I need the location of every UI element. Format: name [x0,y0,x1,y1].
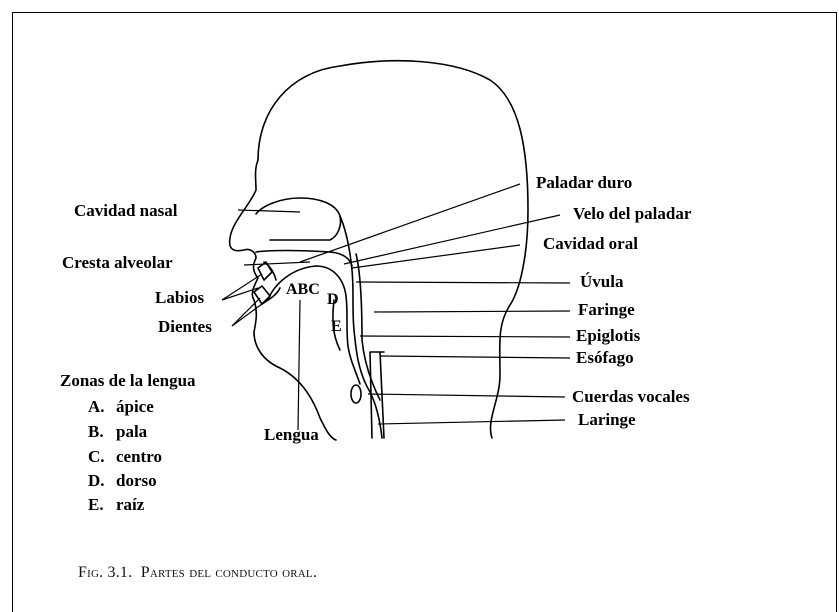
zone-letter: C. [88,447,105,466]
zone-letter: B. [88,422,104,441]
label-esofago: Esófago [576,348,634,367]
label-cresta-alveolar: Cresta alveolar [62,253,173,272]
label-cuerdas-vocales: Cuerdas vocales [572,387,690,406]
label-faringe: Faringe [578,300,635,319]
label-paladar-duro: Paladar duro [536,173,632,192]
zone-e-label: E [331,318,342,335]
zone-name: raíz [116,495,145,514]
nasal-cavity [256,198,341,240]
zone-name: centro [116,447,162,466]
label-dientes: Dientes [158,317,212,336]
label-lengua: Lengua [264,425,319,444]
figure-caption: Fig. 3.1. Partes del conducto oral. [78,564,317,582]
pharynx-back [356,254,380,400]
zone-abc-label: ABC [286,281,320,298]
label-cavidad-nasal: Cavidad nasal [74,201,178,220]
leader-lines [222,184,570,430]
zone-name: dorso [116,471,157,490]
zone-letter: D. [88,471,105,490]
zone-d-label: D [327,291,339,308]
label-cavidad-oral: Cavidad oral [543,234,638,253]
zone-letter: A. [88,397,105,416]
caption-prefix: Fig. 3.1. [78,564,132,581]
caption-text: Partes del conducto oral. [141,564,317,581]
zones-title: Zonas de la lengua [60,371,196,390]
zone-name: pala [116,422,148,441]
zone-name: ápice [116,397,154,416]
label-epiglotis: Epiglotis [576,326,641,345]
zones-list: A. ápice B. pala C. centro D. dorso E. r… [88,397,162,514]
label-laringe: Laringe [578,410,636,429]
zone-letter: E. [88,495,104,514]
lips [262,262,280,304]
label-velo-del-paladar: Velo del paladar [573,204,692,223]
face-profile [230,160,336,440]
vocal-cords [351,385,361,403]
label-labios: Labios [155,288,205,307]
label-uvula: Úvula [580,272,624,291]
